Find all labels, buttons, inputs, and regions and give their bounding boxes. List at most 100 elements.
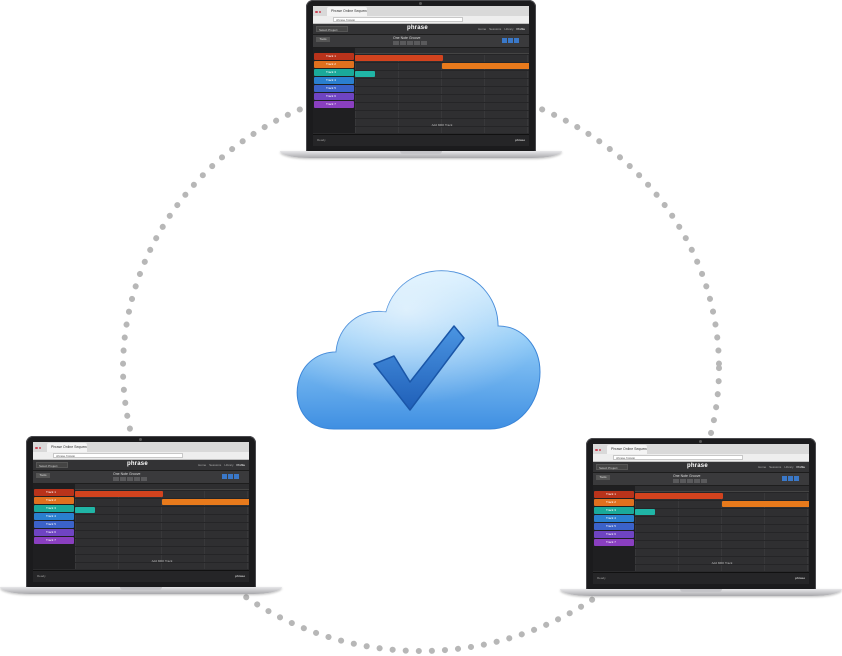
tools-button[interactable]: Tools (316, 37, 330, 42)
add-midi-track-button[interactable]: Add MIDI Track (711, 561, 733, 565)
track-header[interactable]: Track 4 (34, 513, 74, 520)
nav-link-library[interactable]: Library (784, 465, 794, 469)
nav-link-sessions[interactable]: Sessions (489, 27, 502, 31)
view-toggle-buttons[interactable] (501, 38, 519, 44)
track-header[interactable]: Track 5 (314, 85, 354, 92)
transport-controls[interactable] (673, 479, 733, 483)
browser-tab[interactable]: Phrase Online Sequencer (47, 443, 87, 452)
laptop-screen: Phrase Online Sequencer phrase.fm/app Se… (33, 442, 249, 582)
address-bar[interactable]: phrase.fm/app (313, 16, 529, 24)
laptop-right: Phrase Online Sequencer phrase.fm/app Se… (560, 438, 842, 602)
track-header[interactable]: Track 7 (314, 101, 354, 108)
midi-clip[interactable] (442, 63, 529, 69)
nav-link-library[interactable]: Library (504, 27, 514, 31)
cloud-check-icon (296, 270, 541, 430)
status-text: Ready (597, 576, 606, 580)
midi-clip[interactable] (355, 55, 443, 61)
track-header[interactable]: Track 3 (594, 507, 634, 514)
nav-link-sessions[interactable]: Sessions (769, 465, 782, 469)
view-toggle-buttons[interactable] (221, 474, 239, 480)
laptop-lid: Phrase Online Sequencer phrase.fm/app Se… (26, 436, 256, 588)
midi-clip[interactable] (635, 509, 655, 515)
add-midi-track-button[interactable]: Add MIDI Track (151, 559, 173, 563)
track-header[interactable]: Track 1 (314, 53, 354, 60)
timeline-ruler[interactable] (635, 486, 809, 492)
laptop-lid: Phrase Online Sequencer phrase.fm/app Se… (586, 438, 816, 590)
song-title: One Note Groove (113, 472, 141, 476)
brand-logo: phrase (407, 25, 428, 31)
address-bar[interactable]: phrase.fm/app (593, 454, 809, 462)
midi-clip[interactable] (722, 501, 809, 507)
track-header[interactable]: Track 7 (594, 539, 634, 546)
track-header[interactable]: Track 5 (34, 521, 74, 528)
track-header[interactable]: Track 3 (34, 505, 74, 512)
midi-clip[interactable] (75, 507, 95, 513)
toolbar: Tools One Note Groove (593, 473, 809, 486)
song-title: One Note Groove (673, 474, 701, 478)
nav-link-sessions[interactable]: Sessions (209, 463, 222, 467)
transport-controls[interactable] (113, 477, 173, 481)
arrangement-grid[interactable] (75, 490, 249, 569)
nav-link-library[interactable]: Library (224, 463, 234, 467)
track-header[interactable]: Track 4 (314, 77, 354, 84)
track-header[interactable]: Track 4 (594, 515, 634, 522)
toolbar: Tools One Note Groove (313, 35, 529, 48)
track-header[interactable]: Track 1 (594, 491, 634, 498)
url-text[interactable]: phrase.fm/app (53, 453, 183, 458)
laptop-lid: Phrase Online Sequencer phrase.fm/app Se… (306, 0, 536, 152)
add-midi-track-button[interactable]: Add MIDI Track (431, 123, 453, 127)
status-bar: Ready phrase (33, 570, 249, 582)
project-select-button[interactable]: Select Project (36, 462, 68, 468)
track-header[interactable]: Track 7 (34, 537, 74, 544)
url-text[interactable]: phrase.fm/app (613, 455, 743, 460)
nav-link-profile[interactable]: Profile (796, 465, 805, 469)
nav-link-home[interactable]: Home (758, 465, 767, 469)
nav-link-profile[interactable]: Profile (516, 27, 525, 31)
midi-clip[interactable] (355, 71, 375, 77)
midi-clip[interactable] (635, 493, 723, 499)
midi-clip[interactable] (162, 499, 249, 505)
arrangement-grid[interactable] (355, 54, 529, 133)
track-header[interactable]: Track 2 (594, 499, 634, 506)
track-header[interactable]: Track 2 (34, 497, 74, 504)
brand-logo: phrase (127, 461, 148, 467)
track-header[interactable]: Track 1 (34, 489, 74, 496)
url-text[interactable]: phrase.fm/app (333, 17, 463, 22)
track-header[interactable]: Track 3 (314, 69, 354, 76)
nav-link-profile[interactable]: Profile (236, 463, 245, 467)
laptop-screen: Phrase Online Sequencer phrase.fm/app Se… (593, 444, 809, 584)
timeline-ruler[interactable] (355, 48, 529, 54)
track-header[interactable]: Track 5 (594, 523, 634, 530)
nav-link-home[interactable]: Home (478, 27, 487, 31)
laptop-left: Phrase Online Sequencer phrase.fm/app Se… (0, 436, 282, 600)
laptop-notch (120, 587, 162, 590)
status-text: Ready (37, 574, 46, 578)
tools-button[interactable]: Tools (36, 473, 50, 478)
project-select-button[interactable]: Select Project (596, 464, 628, 470)
track-header[interactable]: Track 6 (594, 531, 634, 538)
track-header[interactable]: Track 6 (314, 93, 354, 100)
project-select-button[interactable]: Select Project (316, 26, 348, 32)
track-header[interactable]: Track 6 (34, 529, 74, 536)
window-controls[interactable] (315, 9, 325, 18)
view-toggle-buttons[interactable] (781, 476, 799, 482)
window-controls[interactable] (595, 447, 605, 456)
arrangement-grid[interactable] (635, 492, 809, 571)
midi-clip[interactable] (75, 491, 163, 497)
laptop-screen: Phrase Online Sequencer phrase.fm/app Se… (313, 6, 529, 146)
browser-tab[interactable]: Phrase Online Sequencer (607, 445, 647, 454)
nav-link-home[interactable]: Home (198, 463, 207, 467)
toolbar: Tools One Note Groove (33, 471, 249, 484)
address-bar[interactable]: phrase.fm/app (33, 452, 249, 460)
browser-tab[interactable]: Phrase Online Sequencer (327, 7, 367, 16)
tools-button[interactable]: Tools (596, 475, 610, 480)
brand-logo: phrase (687, 463, 708, 469)
window-controls[interactable] (35, 445, 45, 454)
track-header[interactable]: Track 2 (314, 61, 354, 68)
transport-controls[interactable] (393, 41, 453, 45)
timeline-ruler[interactable] (75, 484, 249, 490)
